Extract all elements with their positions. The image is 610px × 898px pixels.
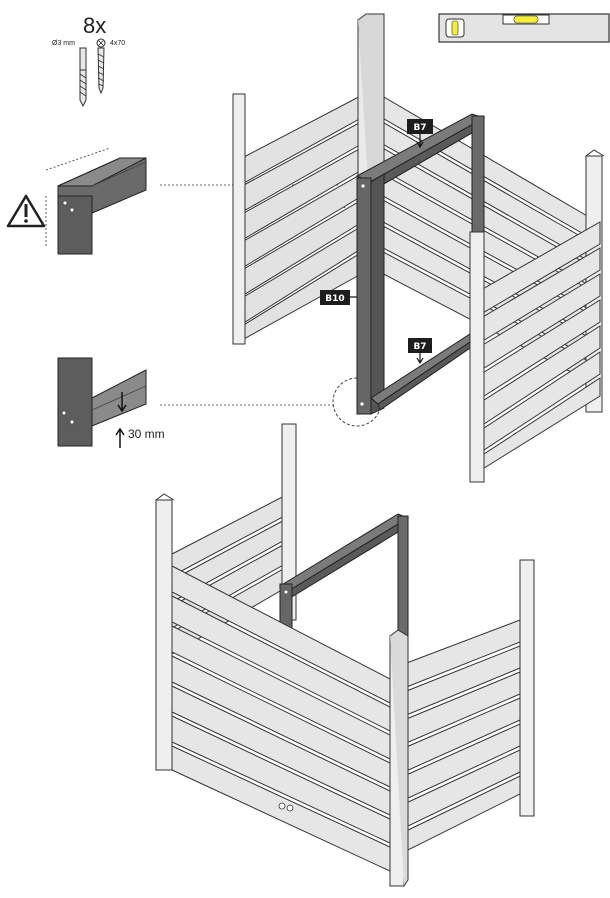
lower-front-left-wall [171,565,393,873]
part-tag-post: B10 [320,290,357,305]
upper-assembly: B7 B10 B7 [232,13,605,483]
lower-front-right-wall [403,619,521,853]
back-left-wall [241,89,373,341]
screw-icon [96,38,106,95]
offset-label: 30 mm [128,427,165,441]
front-right-wall [480,221,601,471]
bottom-beam-label: B7 [413,342,426,352]
hardware-legend: 8x Ø3 mm 4x70 [52,13,125,108]
hardware-quantity: 8x [83,13,106,38]
top-beam-label: B7 [413,123,426,133]
detail-top-corner [45,147,147,255]
post-label: B10 [325,294,344,304]
frame-post [356,173,385,415]
lower-assembly [155,423,535,887]
part-tag-bottom-beam: B7 [408,338,432,365]
drill-bit-icon [79,47,87,108]
part-tag-top-beam: B7 [407,119,433,149]
detail-bottom-corner: 30 mm [57,357,165,448]
drill-size-label: Ø3 mm [52,40,75,47]
screw-size-label: 4x70 [110,40,125,47]
spirit-level-icon [438,13,610,43]
warning-triangle-icon [6,194,46,228]
lower-frame [278,513,410,641]
